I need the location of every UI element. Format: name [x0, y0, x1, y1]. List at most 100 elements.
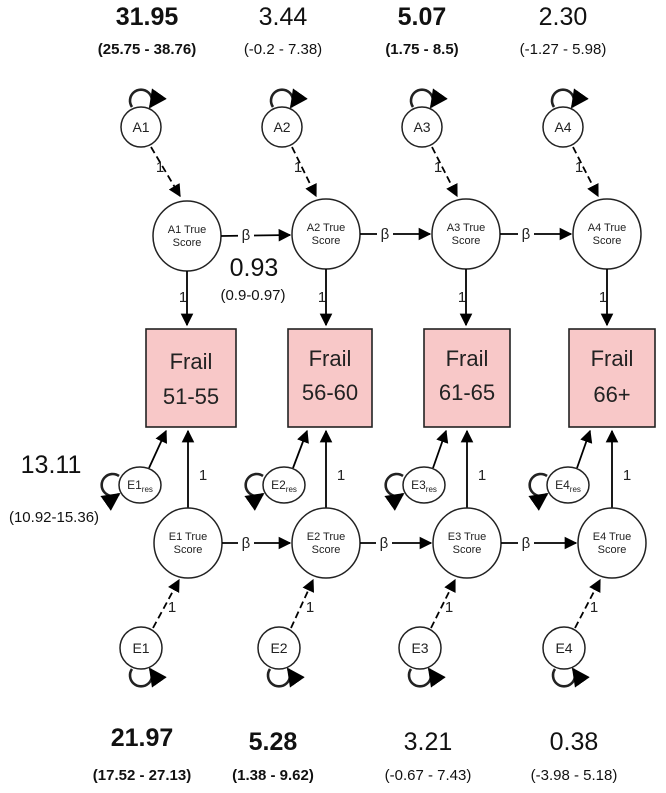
- a-true-score-1: A1 True Score: [152, 200, 222, 272]
- a-beta-path-1: [220, 228, 292, 242]
- a-node-label-1: A1: [132, 119, 149, 135]
- a-true-score-label-2: A2 True: [307, 222, 346, 234]
- a3-loading-path: [431, 146, 458, 198]
- a3-loading-label: 1: [434, 159, 442, 176]
- frail-box-1: Frail 51-55: [145, 328, 237, 428]
- residual-node-label-2: E2res: [271, 478, 297, 494]
- a-true-score-label-3: A3 True: [447, 222, 486, 234]
- a-true-score-label-1: A1 True: [168, 224, 207, 236]
- a-true-score-sub-4: Score: [593, 235, 622, 247]
- a-true-score-sub-2: Score: [312, 235, 341, 247]
- frail-box-label-4: Frail: [591, 346, 634, 371]
- a-node-1: A1: [120, 88, 167, 148]
- e-beta-label-3: β: [522, 535, 531, 552]
- e3-loading-path: [430, 578, 456, 629]
- top-estimate-ci-3: (1.75 - 8.5): [385, 41, 458, 58]
- a-true-score-3: A3 True Score: [431, 198, 501, 270]
- beta-estimate-ci: (0.9-0.97): [220, 287, 285, 304]
- top-estimate-ci-4: (-1.27 - 5.98): [520, 41, 607, 58]
- e-true-score-label-4: E4 True: [593, 531, 632, 543]
- residual-node-1: E1res: [100, 466, 162, 511]
- a2-loading-label: 1: [294, 159, 302, 176]
- e-node-3: E3: [398, 626, 446, 688]
- top-estimate-value-4: 2.30: [539, 3, 588, 31]
- e2-loading-label: 1: [306, 599, 314, 616]
- e-node-label-2: E2: [270, 640, 287, 656]
- a-node-label-4: A4: [554, 119, 571, 135]
- bottom-estimate-ci-1: (17.52 - 27.13): [93, 767, 191, 784]
- e-true-score-label-3: E3 True: [448, 531, 487, 543]
- e-true-score-3: E3 True Score: [432, 507, 502, 579]
- e-true-score-sub-1: Score: [174, 544, 203, 556]
- e-node-label-4: E4: [555, 640, 572, 656]
- e2-frail-loading-label: 1: [337, 467, 345, 484]
- a-node-label-3: A3: [413, 119, 430, 135]
- top-estimate-value-3: 5.07: [398, 3, 447, 31]
- residual-node-label-1: E1res: [127, 478, 153, 494]
- bottom-estimate-ci-2: (1.38 - 9.62): [232, 767, 314, 784]
- a-beta-label-3: β: [522, 226, 531, 243]
- e2-loading-path: [290, 578, 315, 629]
- a-true-score-label-4: A4 True: [588, 222, 627, 234]
- residual-estimate-value: 13.11: [21, 451, 82, 479]
- e-true-score-sub-2: Score: [312, 544, 341, 556]
- a4-frail-loading-label: 1: [599, 289, 607, 306]
- a4-loading-path: [572, 146, 599, 198]
- residual-node-4: E4res: [528, 466, 590, 511]
- frail-box-range-1: 51-55: [163, 384, 219, 409]
- bottom-estimate-value-4: 0.38: [550, 728, 599, 756]
- e3-frail-loading-label: 1: [478, 467, 486, 484]
- a2-loading-path: [291, 146, 317, 198]
- bottom-estimate-ci-3: (-0.67 - 7.43): [385, 767, 472, 784]
- e-beta-label-1: β: [242, 535, 251, 552]
- a1-loading-path: [150, 146, 181, 198]
- a1-loading-label: 1: [156, 159, 164, 176]
- top-estimate-value-2: 3.44: [259, 3, 308, 31]
- e-true-score-label-2: E2 True: [307, 531, 346, 543]
- frail-box-4: Frail 66+: [568, 328, 656, 428]
- e1-loading-path: [152, 578, 180, 629]
- frail-box-label-2: Frail: [309, 346, 352, 371]
- e-true-score-sub-4: Score: [598, 544, 627, 556]
- frail-box-2: Frail 56-60: [287, 328, 373, 428]
- top-estimate-ci-1: (25.75 - 38.76): [98, 41, 196, 58]
- a-true-score-sub-3: Score: [452, 235, 481, 247]
- a1-frail-loading-label: 1: [179, 289, 187, 306]
- top-estimate-value-1: 31.95: [116, 3, 179, 31]
- frail-box-range-2: 56-60: [302, 380, 358, 405]
- e-node-label-1: E1: [132, 640, 149, 656]
- a-node-label-2: A2: [273, 119, 290, 135]
- a-beta-label-1: β: [242, 227, 251, 244]
- residual-path-2: [292, 429, 309, 469]
- residual-estimate-ci: (10.92-15.36): [9, 509, 99, 526]
- e-true-score-1: E1 True Score: [153, 507, 223, 579]
- residual-node-2: E2res: [244, 466, 306, 511]
- a2-frail-loading-label: 1: [318, 289, 326, 306]
- e-true-score-sub-3: Score: [453, 544, 482, 556]
- residual-path-4: [576, 429, 593, 469]
- bottom-estimate-value-3: 3.21: [404, 728, 453, 756]
- residual-path-1: [148, 429, 167, 469]
- e-node-2: E2: [257, 626, 305, 688]
- residual-node-3: E3res: [384, 466, 446, 511]
- a-true-score-sub-1: Score: [173, 237, 202, 249]
- e-true-score-4: E4 True Score: [577, 507, 647, 579]
- bottom-estimate-value-1: 21.97: [111, 724, 174, 752]
- frail-box-range-4: 66+: [593, 382, 630, 407]
- bottom-estimate-value-2: 5.28: [249, 728, 298, 756]
- e1-frail-loading-label: 1: [199, 467, 207, 484]
- e-beta-label-2: β: [380, 535, 389, 552]
- e1-loading-label: 1: [168, 599, 176, 616]
- a3-frail-loading-label: 1: [458, 289, 466, 306]
- a-node-4: A4: [542, 88, 589, 148]
- residual-node-label-4: E4res: [555, 478, 581, 494]
- e-node-1: E1: [119, 626, 167, 688]
- e-true-score-2: E2 True Score: [291, 507, 361, 579]
- frail-box-label-3: Frail: [446, 346, 489, 371]
- frail-box-range-3: 61-65: [439, 380, 495, 405]
- e4-loading-label: 1: [590, 599, 598, 616]
- a4-loading-label: 1: [575, 159, 583, 176]
- a-true-score-2: A2 True Score: [291, 198, 361, 270]
- a-beta-label-2: β: [381, 226, 390, 243]
